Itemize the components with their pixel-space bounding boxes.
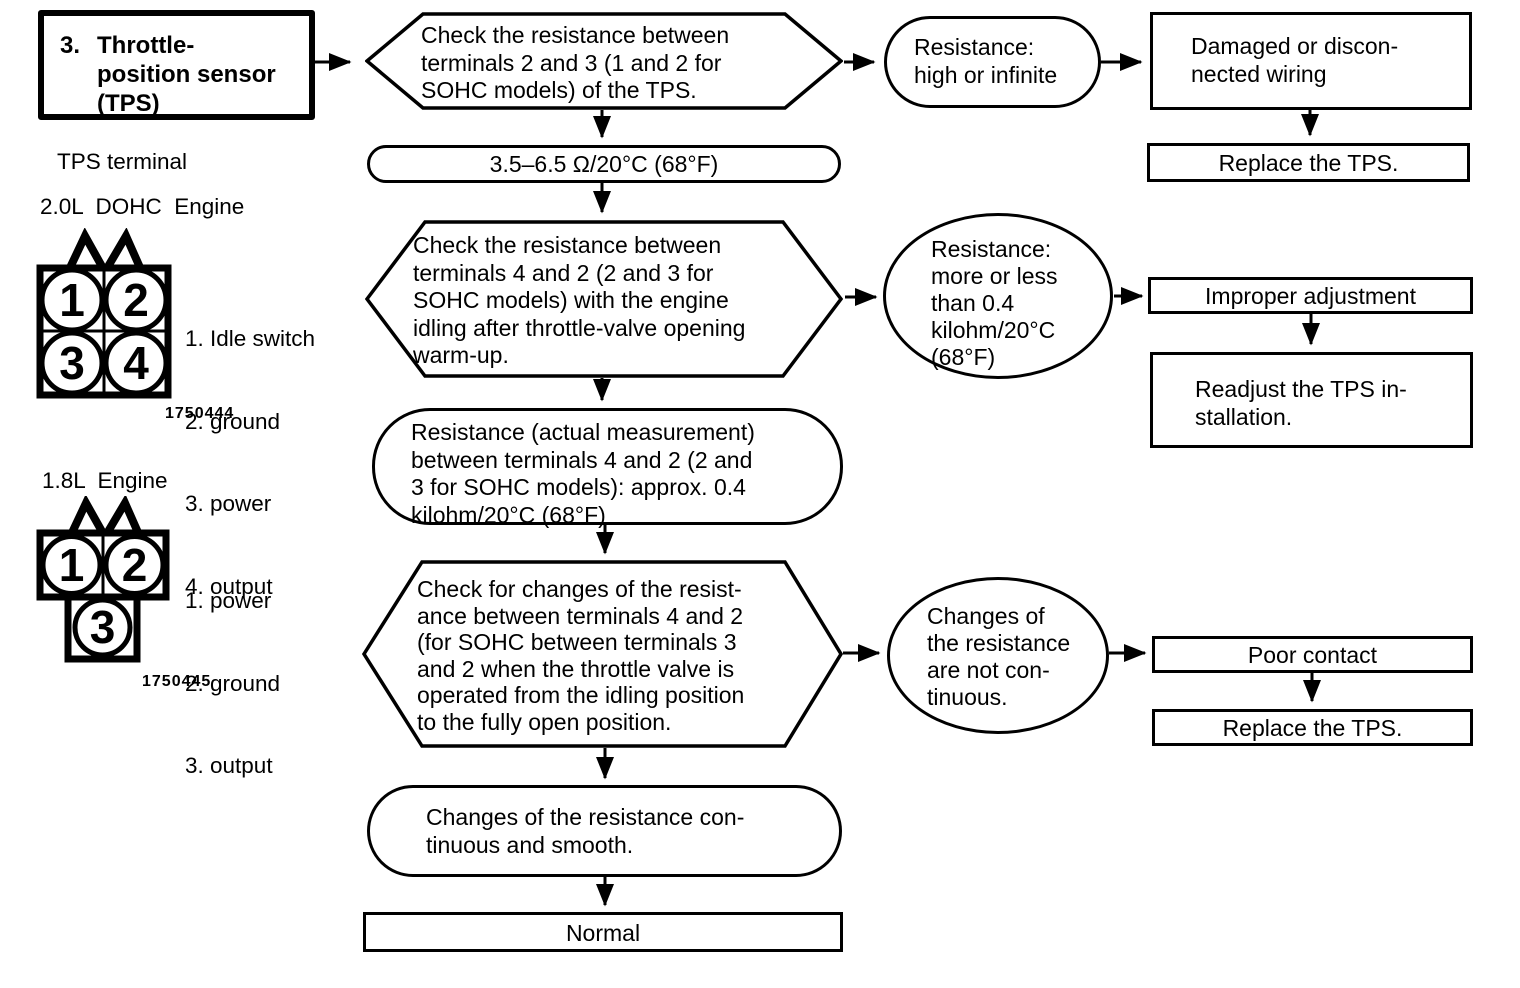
dohc-connector-diagram: 1 2 3 4 [36, 228, 172, 399]
step1-fail-action: Replace the TPS. [1147, 143, 1470, 182]
step3-check-text: Check for changes of the resist- ance be… [417, 576, 745, 735]
legend-item: 3. output [185, 753, 273, 778]
terminal-number: 4 [123, 337, 149, 389]
terminal-circle-4 [103, 330, 169, 396]
decision-step2: Check the resistance between terminals 4… [365, 220, 843, 378]
legend-item: 2. ground [185, 670, 281, 696]
dohc-terminal-legend: 1. Idle switch 2. ground 3. power 4. out… [185, 270, 315, 655]
step2-fail-action: Readjust the TPS in- stallation. [1150, 352, 1473, 448]
tps-terminal-label: TPS terminal [57, 149, 188, 174]
section-title-box: 3. Throttle- position sensor (TPS) [38, 10, 315, 120]
terminal-circle-3 [39, 330, 105, 396]
engine18-terminal-legend: 1. power 2. ground 3. output [185, 532, 280, 835]
section-number: 3. [60, 32, 81, 59]
legend-item: 1. Idle switch [185, 326, 316, 351]
step1-check-text: Check the resistance between terminals 2… [421, 22, 730, 103]
legend-item: 2. ground [185, 408, 281, 434]
step3-fail-action: Replace the TPS. [1152, 709, 1473, 746]
terminal-circle-2 [103, 534, 166, 596]
figure-number: 1750445 [142, 673, 212, 690]
terminal-circle-2 [103, 267, 169, 333]
legend-item: 3. power [185, 491, 272, 516]
final-result-box: Normal [363, 912, 843, 952]
step3-fail-cause: Poor contact [1152, 636, 1473, 673]
terminal-number: 1 [59, 274, 85, 326]
terminal-circle-3 [72, 597, 133, 658]
terminal-circle-1 [40, 534, 103, 596]
terminal-number: 3 [90, 601, 116, 653]
terminal-number: 2 [123, 274, 149, 326]
terminal-number: 2 [122, 539, 148, 591]
step1-fail-condition: Resistance: high or infinite [884, 16, 1101, 108]
dohc-engine-heading: 2.0L DOHC Engine [40, 194, 245, 219]
hexagon-shape [362, 560, 843, 748]
legend-item: 1. power [185, 588, 272, 613]
step3-result-pill: Changes of the resistance con- tinuous a… [367, 785, 842, 877]
step2-fail-condition: Resistance: more or less than 0.4 kilohm… [883, 213, 1113, 379]
engine18-heading: 1.8L Engine [42, 468, 168, 493]
step2-check-text: Check the resistance between terminals 4… [413, 232, 746, 368]
section-title: Throttle- position sensor (TPS) [97, 32, 276, 117]
legend-item: 4. output [185, 573, 273, 599]
engine18-connector-diagram: 1 2 3 [36, 496, 170, 663]
hexagon-shape [365, 220, 843, 378]
step1-fail-cause: Damaged or discon- nected wiring [1150, 12, 1472, 110]
terminal-number: 3 [59, 337, 85, 389]
figure-number: 1750444 [165, 405, 235, 422]
step3-fail-condition: Changes of the resistance are not con- t… [887, 577, 1109, 734]
step2-result-pill: Resistance (actual measurement) between … [372, 408, 843, 528]
hexagon-shape [365, 12, 843, 110]
decision-step3: Check for changes of the resist- ance be… [362, 560, 843, 748]
decision-step1: Check the resistance between terminals 2… [365, 12, 843, 110]
terminal-number: 1 [59, 539, 85, 591]
terminal-circle-1 [39, 267, 105, 333]
step1-spec-pill: 3.5–6.5 Ω/20°C (68°F) [367, 145, 841, 183]
step2-fail-cause: Improper adjustment [1148, 277, 1473, 314]
